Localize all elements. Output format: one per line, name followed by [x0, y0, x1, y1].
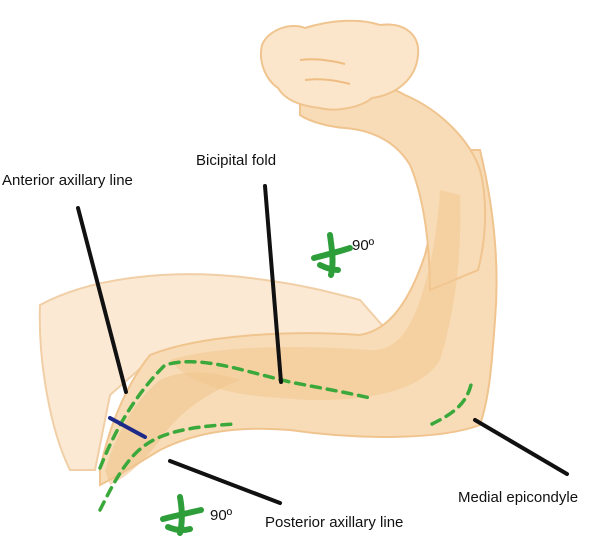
epicondyle-dashed-line — [430, 378, 474, 426]
bicipital-fold-label: Bicipital fold — [196, 152, 277, 169]
fist-crease — [299, 58, 346, 65]
upper-angle-label: 90º — [352, 237, 375, 254]
torso-shape — [38, 273, 397, 471]
inner-arm-shading — [105, 372, 240, 485]
lower-angle-cross-mark — [160, 494, 204, 536]
posterior-axillary-line-label: Posterior axillary line — [265, 514, 404, 531]
fist-crease — [304, 78, 351, 85]
upper-angle-cross-mark — [311, 232, 353, 278]
medial-epicondyle-label: Medial epicondyle — [458, 489, 579, 506]
lower-angle-label: 90º — [210, 507, 233, 524]
fist-shape — [260, 19, 420, 111]
bicep-shading — [170, 190, 461, 401]
anterior-axillary-marker — [108, 416, 147, 439]
lower-arm-dashed-line — [98, 422, 237, 512]
medial-epicondyle-pointer — [473, 418, 569, 476]
bicipital-fold-pointer — [263, 184, 283, 384]
anterior-axillary-pointer — [76, 206, 128, 394]
anterior-axillary-line-label: Anterior axillary line — [2, 172, 133, 189]
bicipital-fold-dashed-line — [98, 360, 372, 470]
posterior-axillary-pointer — [168, 459, 282, 505]
